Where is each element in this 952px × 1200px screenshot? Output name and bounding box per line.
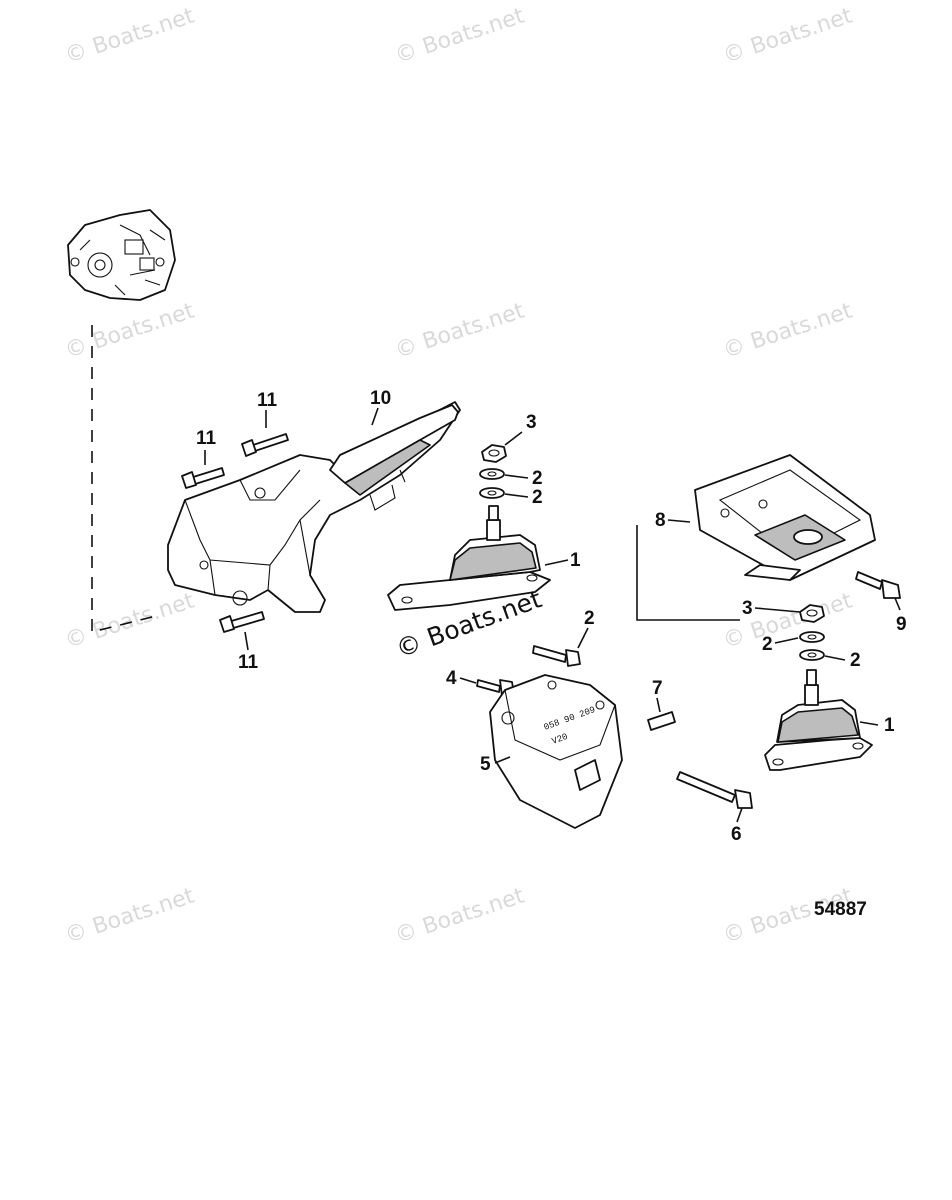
callout-11-upper: 11	[257, 390, 278, 411]
engine-mount-1-left	[387, 505, 551, 611]
washer-2-right-a	[799, 631, 825, 643]
callout-11-lower: 11	[238, 652, 259, 673]
callout-8: 8	[655, 510, 666, 531]
bolt-11-upper	[241, 433, 289, 457]
callout-1-left: 1	[570, 550, 581, 571]
callout-1-right: 1	[884, 715, 895, 736]
callout-3-upper: 3	[526, 412, 537, 433]
callout-4: 4	[446, 668, 457, 689]
callout-2-right-b: 2	[850, 650, 861, 671]
callout-2-upper-a: 2	[532, 468, 543, 489]
long-bolt-6	[676, 771, 753, 809]
nut-3-upper	[481, 444, 507, 463]
figure-number: 54887	[814, 899, 867, 920]
callout-2-upper-b: 2	[532, 487, 543, 508]
callout-10: 10	[370, 388, 391, 409]
bolt-11-middle	[181, 467, 225, 489]
washer-2-upper-b	[479, 487, 505, 499]
engine-mount-1-right	[764, 669, 873, 771]
rear-bracket-5: 058 90 209 V20	[489, 674, 623, 829]
callout-2-middle: 2	[584, 608, 595, 629]
callout-6: 6	[731, 824, 742, 845]
callout-11-middle: 11	[196, 428, 217, 449]
engine-leader-line	[91, 325, 161, 634]
leader-lines	[204, 407, 901, 823]
callout-7: 7	[652, 678, 663, 699]
stud-7	[647, 711, 676, 731]
callout-3-right: 3	[742, 598, 753, 619]
callout-5: 5	[480, 754, 491, 775]
engine-thumbnail	[67, 209, 176, 301]
callout-9: 9	[896, 614, 907, 635]
bolt-2-middle	[532, 645, 581, 667]
washer-2-right-b	[799, 649, 825, 661]
nut-3-right	[799, 604, 825, 623]
washer-2-upper-a	[479, 468, 505, 480]
bolt-9	[855, 571, 901, 599]
bolt-11-lower	[219, 611, 265, 633]
front-bracket-part	[167, 401, 461, 613]
callout-2-right-a: 2	[762, 634, 773, 655]
rear-bracket-8	[694, 454, 876, 581]
